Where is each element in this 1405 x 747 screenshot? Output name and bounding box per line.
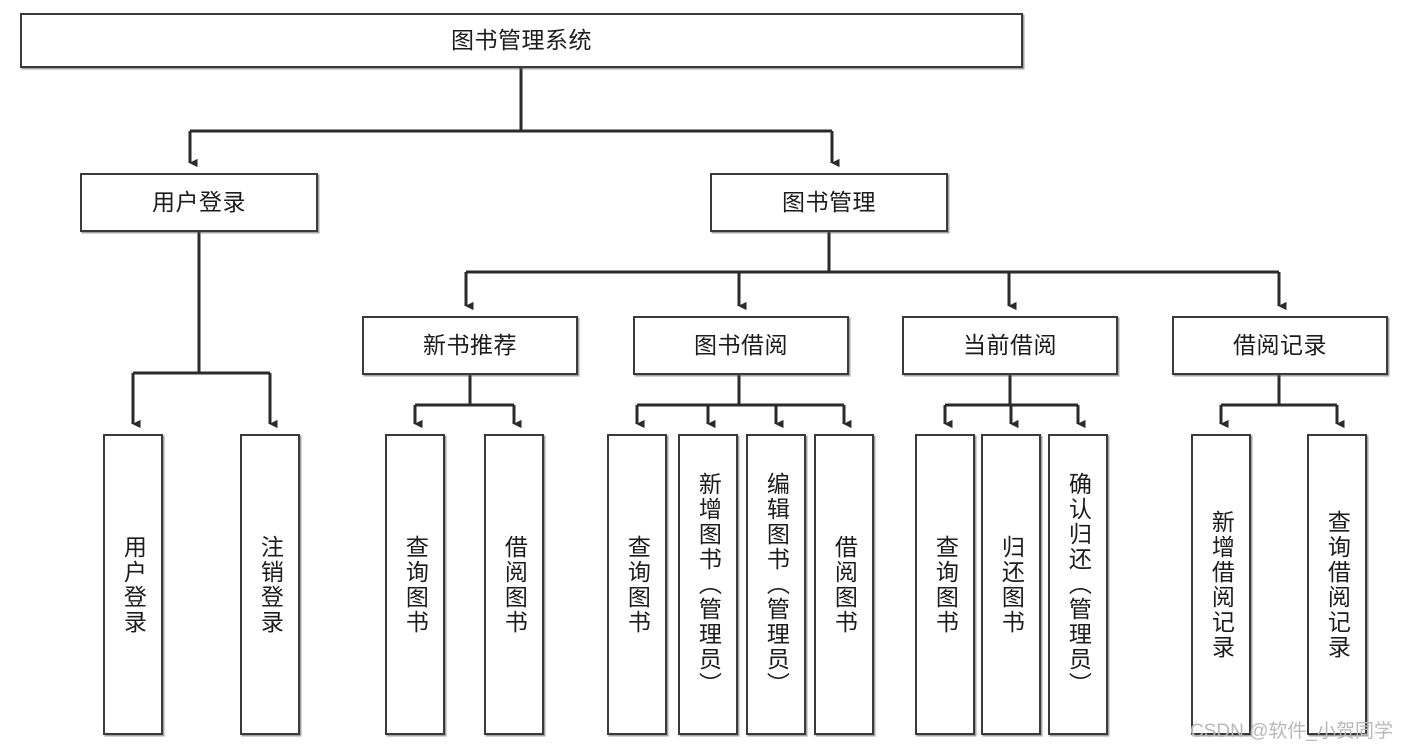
node-leaf-confirm-return-admin[interactable]: 确认归还（管理员） [1048, 434, 1108, 735]
node-user-login-label: 用户登录 [152, 188, 246, 215]
node-new-book-recommend[interactable]: 新书推荐 [362, 316, 578, 375]
node-leaf-borrow-book-rec[interactable]: 借阅图书 [484, 434, 544, 735]
node-book-borrow-label: 图书借阅 [694, 331, 788, 358]
node-book-borrow[interactable]: 图书借阅 [633, 316, 849, 375]
node-leaf-query-book-borrow[interactable]: 查询图书 [607, 434, 667, 735]
node-leaf-add-borrow-record[interactable]: 新增借阅记录 [1191, 434, 1251, 735]
node-new-book-recommend-label: 新书推荐 [423, 331, 517, 358]
node-current-borrow-label: 当前借阅 [963, 331, 1057, 358]
node-leaf-edit-book-admin[interactable]: 编辑图书（管理员） [746, 434, 806, 735]
node-book-manage-label: 图书管理 [782, 188, 876, 215]
node-leaf-confirm-return-admin-label: 确认归还（管理员） [1065, 472, 1092, 697]
node-root-label: 图书管理系统 [451, 26, 592, 53]
node-leaf-logout[interactable]: 注销登录 [240, 434, 300, 735]
node-leaf-edit-book-admin-label: 编辑图书（管理员） [763, 472, 790, 697]
node-leaf-add-book-admin-label: 新增图书（管理员） [695, 472, 722, 697]
node-leaf-logout-label: 注销登录 [257, 534, 284, 635]
node-leaf-add-book-admin[interactable]: 新增图书（管理员） [678, 434, 738, 735]
node-leaf-user-login[interactable]: 用户登录 [103, 434, 163, 735]
node-leaf-user-login-label: 用户登录 [120, 534, 147, 635]
node-leaf-query-book-current-label: 查询图书 [932, 534, 959, 635]
node-leaf-query-borrow-record[interactable]: 查询借阅记录 [1307, 434, 1367, 735]
node-user-login[interactable]: 用户登录 [80, 173, 318, 232]
node-leaf-add-borrow-record-label: 新增借阅记录 [1208, 509, 1235, 660]
node-leaf-borrow-book-label: 借阅图书 [831, 534, 858, 635]
node-current-borrow[interactable]: 当前借阅 [902, 316, 1118, 375]
node-leaf-return-book-label: 归还图书 [998, 534, 1025, 635]
node-leaf-borrow-book[interactable]: 借阅图书 [814, 434, 874, 735]
node-borrow-record-label: 借阅记录 [1233, 331, 1327, 358]
node-book-manage[interactable]: 图书管理 [710, 173, 948, 232]
node-leaf-query-book-rec[interactable]: 查询图书 [385, 434, 445, 735]
node-borrow-record[interactable]: 借阅记录 [1172, 316, 1388, 375]
node-leaf-query-book-current[interactable]: 查询图书 [915, 434, 975, 735]
node-leaf-query-book-borrow-label: 查询图书 [624, 534, 651, 635]
node-root[interactable]: 图书管理系统 [20, 13, 1023, 68]
node-leaf-query-borrow-record-label: 查询借阅记录 [1324, 509, 1351, 660]
node-leaf-borrow-book-rec-label: 借阅图书 [501, 534, 528, 635]
node-leaf-return-book[interactable]: 归还图书 [981, 434, 1041, 735]
node-leaf-query-book-rec-label: 查询图书 [402, 534, 429, 635]
watermark: CSDN @软件_小贺同学 [1190, 721, 1393, 742]
